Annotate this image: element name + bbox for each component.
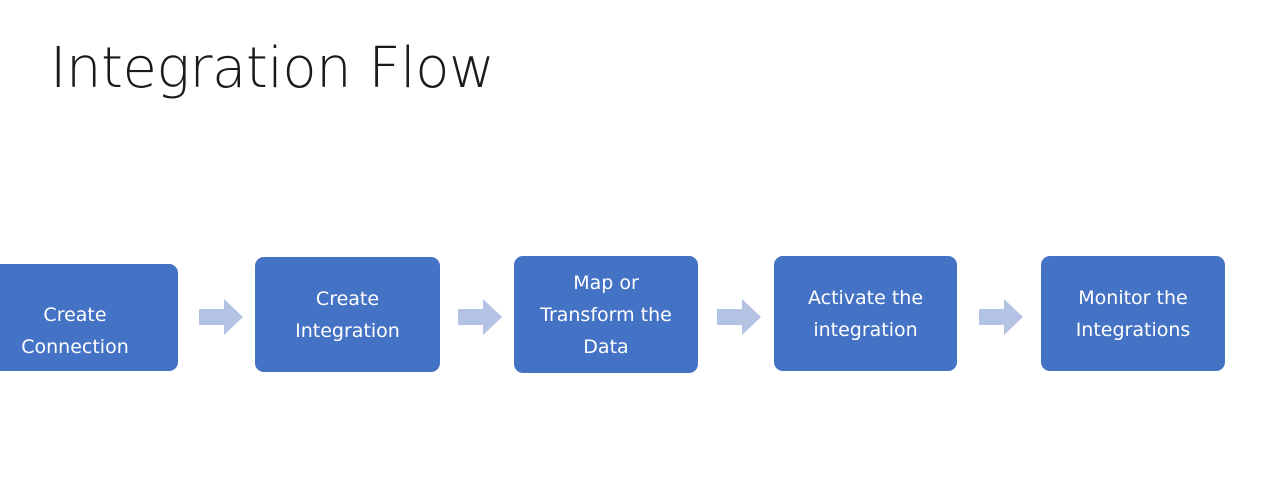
flow-step-label: Map or Transform the Data: [540, 271, 672, 358]
integration-flow-diagram: Create Connection Create Integration Map…: [0, 250, 1269, 380]
arrow-right-icon: [458, 297, 502, 337]
flow-step-map-or-transform-the-data[interactable]: Map or Transform the Data: [514, 256, 698, 373]
flow-step-monitor-the-integrations[interactable]: Monitor the Integrations: [1041, 256, 1225, 371]
flow-step-create-connection[interactable]: Create Connection: [0, 264, 178, 371]
flow-step-label: Activate the integration: [807, 286, 924, 341]
flow-step-activate-the-integration[interactable]: Activate the integration: [774, 256, 957, 371]
flow-step-label: Create Integration: [295, 287, 400, 342]
arrow-right-icon: [717, 297, 761, 337]
flow-step-create-integration[interactable]: Create Integration: [255, 257, 440, 372]
arrow-right-icon: [199, 297, 243, 337]
flow-step-label: Monitor the Integrations: [1075, 286, 1191, 341]
arrow-right-icon: [979, 297, 1023, 337]
flow-step-label: Create Connection: [21, 304, 129, 358]
page-title: Integration Flow: [50, 36, 495, 101]
